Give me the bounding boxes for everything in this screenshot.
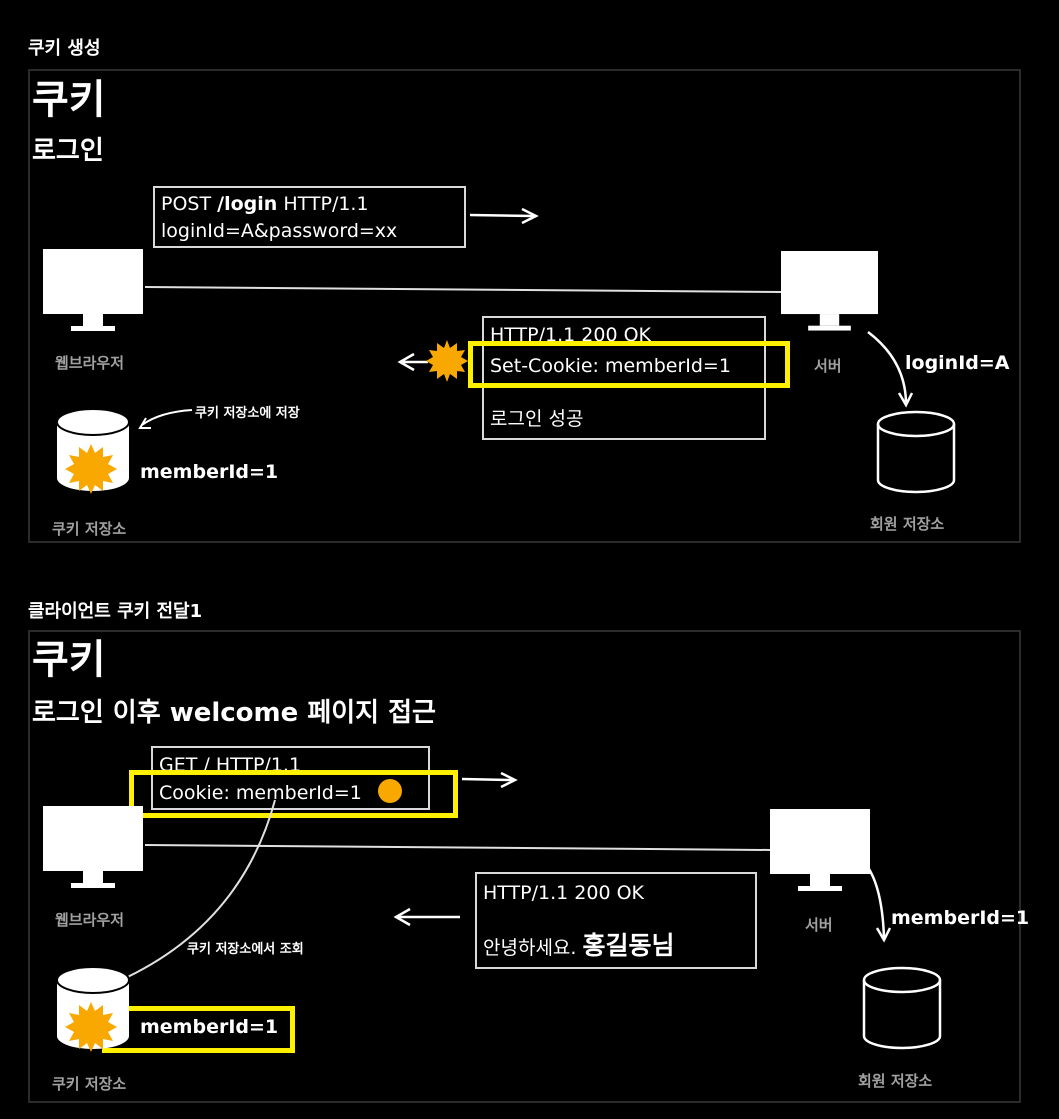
request-path: /login bbox=[217, 193, 278, 215]
request-line1: POST /login HTTP/1.1 bbox=[161, 193, 369, 215]
cookie-store-label: 쿠키 저장소 bbox=[52, 520, 127, 538]
connection-line-2 bbox=[144, 844, 771, 851]
section1-title: 쿠키 bbox=[32, 77, 106, 123]
request-box: POST /login HTTP/1.1 loginId=A&password=… bbox=[153, 186, 466, 248]
server-monitor-icon bbox=[781, 251, 878, 331]
member-db-label-2: 회원 저장소 bbox=[858, 1072, 933, 1090]
request-arrow-right-icon bbox=[469, 207, 539, 225]
section1-heading: 쿠키 생성 bbox=[28, 38, 101, 59]
section2-subtitle: 로그인 이후 welcome 페이지 접근 bbox=[32, 698, 436, 728]
cookie-store-cookie-icon bbox=[65, 444, 117, 494]
response-box-2: HTTP/1.1 200 OK 안녕하세요. 홍길동님 bbox=[475, 872, 757, 969]
cookie-header-highlight bbox=[129, 770, 458, 818]
lookup-curve bbox=[109, 799, 276, 986]
section2-title: 쿠키 bbox=[32, 637, 106, 683]
member-db-icon-2 bbox=[862, 966, 942, 1050]
section1-subtitle: 로그인 bbox=[32, 136, 104, 166]
response-box: HTTP/1.1 200 OK Set-Cookie: memberId=1 로… bbox=[482, 316, 766, 440]
server-label-2: 서버 bbox=[805, 916, 833, 934]
connection-line bbox=[144, 286, 782, 293]
set-cookie-highlight bbox=[468, 341, 790, 388]
response-arrow-left-icon bbox=[397, 352, 428, 372]
browser-label: 웹브라우저 bbox=[55, 354, 125, 372]
browser-label-2: 웹브라우저 bbox=[55, 911, 125, 929]
request-method: POST bbox=[161, 193, 218, 215]
server-to-db-arrow-2 bbox=[861, 859, 886, 939]
response2-line1: HTTP/1.1 200 OK bbox=[483, 882, 644, 904]
server-to-db-label-2: memberId=1 bbox=[891, 907, 1030, 929]
member-db-label: 회원 저장소 bbox=[870, 515, 945, 533]
cookie-value-2: memberId=1 bbox=[140, 1016, 279, 1038]
request-line2: loginId=A&password=xx bbox=[161, 220, 398, 242]
cookie-icon bbox=[426, 340, 468, 382]
request2-line2: Cookie: memberId=1 bbox=[159, 782, 362, 804]
browser-monitor-icon bbox=[43, 249, 143, 331]
cookie-value: memberId=1 bbox=[140, 461, 279, 483]
lookup-note: 쿠키 저장소에서 조회 bbox=[187, 942, 304, 957]
response-line2: Set-Cookie: memberId=1 bbox=[490, 355, 731, 377]
request-arrow-right-icon-2 bbox=[461, 771, 518, 789]
server-to-db-arrowhead bbox=[897, 392, 914, 408]
browser-monitor-icon-2 bbox=[43, 806, 143, 888]
cookie-header-icon bbox=[378, 779, 402, 803]
server-to-db-arrowhead-2 bbox=[875, 927, 892, 943]
server-to-db-arrow bbox=[867, 331, 908, 403]
request-version: HTTP/1.1 bbox=[277, 193, 369, 215]
cookie-store-cookie-icon-2 bbox=[65, 1002, 117, 1052]
greeting-prefix: 안녕하세요. bbox=[483, 937, 583, 959]
cookie-store-label-2: 쿠키 저장소 bbox=[52, 1075, 127, 1093]
response2-line2: 안녕하세요. 홍길동님 bbox=[483, 926, 675, 962]
server-label: 서버 bbox=[814, 357, 842, 375]
response-line3: 로그인 성공 bbox=[490, 408, 584, 430]
response-line1: HTTP/1.1 200 OK bbox=[490, 324, 651, 346]
server-monitor-icon-2 bbox=[770, 809, 870, 891]
store-note-arrow bbox=[141, 409, 193, 426]
server-to-db-label: loginId=A bbox=[905, 352, 1010, 374]
store-note-arrowhead bbox=[138, 417, 151, 429]
section2-heading: 클라이언트 쿠키 전달1 bbox=[28, 601, 203, 622]
store-note: 쿠키 저장소에 저장 bbox=[195, 406, 300, 421]
greeting-name: 홍길동님 bbox=[582, 931, 675, 960]
response-arrow-left-icon-2 bbox=[393, 907, 460, 927]
member-db-icon bbox=[876, 410, 956, 494]
